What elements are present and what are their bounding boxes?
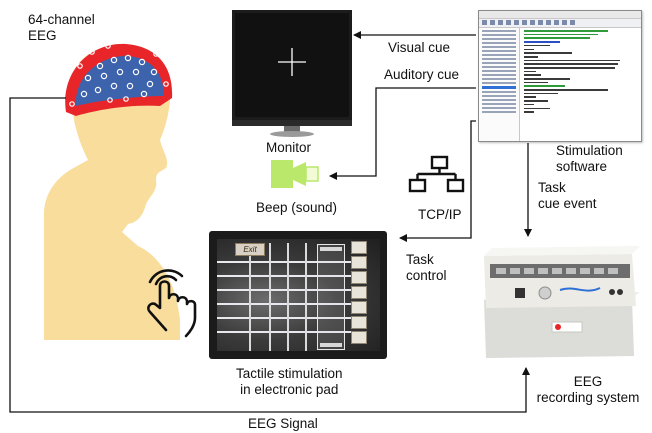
person-silhouette bbox=[44, 45, 180, 341]
eeg-signal-label: EEG Signal bbox=[248, 416, 318, 431]
network-icon bbox=[408, 155, 465, 193]
eeg-recording-device bbox=[484, 246, 640, 358]
connectors bbox=[9, 31, 532, 413]
software-code-editor bbox=[521, 28, 641, 141]
electronic-pad: Exit bbox=[209, 231, 387, 359]
auditory-cue-label: Auditory cue bbox=[384, 67, 460, 82]
visual-cue-label: Visual cue bbox=[388, 40, 451, 55]
software-toolbar bbox=[479, 19, 641, 28]
eeg-recording-system-label: EEG recording system bbox=[536, 374, 640, 405]
eeg-cap bbox=[65, 43, 173, 116]
software-menubar bbox=[479, 11, 641, 19]
task-cue-event-label: Task cue event bbox=[538, 180, 597, 211]
stimulation-software-label: Stimulation software bbox=[556, 143, 623, 174]
software-file-list bbox=[479, 28, 520, 141]
hand-touch-icon bbox=[147, 269, 197, 338]
monitor bbox=[232, 10, 352, 137]
tactile-stimulation-label: Tactile stimulation in electronic pad bbox=[236, 366, 343, 397]
pad-exit-button[interactable]: Exit bbox=[235, 243, 265, 256]
pad-key-column bbox=[351, 241, 367, 346]
tcp-ip-label: TCP/IP bbox=[418, 207, 462, 222]
task-control-label: Task control bbox=[406, 252, 447, 283]
beep-label: Beep (sound) bbox=[256, 200, 338, 215]
stimulation-software-window bbox=[478, 10, 642, 142]
monitor-label: Monitor bbox=[266, 140, 312, 155]
speaker-icon bbox=[271, 160, 319, 188]
eeg-channels-label: 64-channel EEG bbox=[28, 12, 95, 43]
pad-slider[interactable] bbox=[317, 244, 345, 350]
